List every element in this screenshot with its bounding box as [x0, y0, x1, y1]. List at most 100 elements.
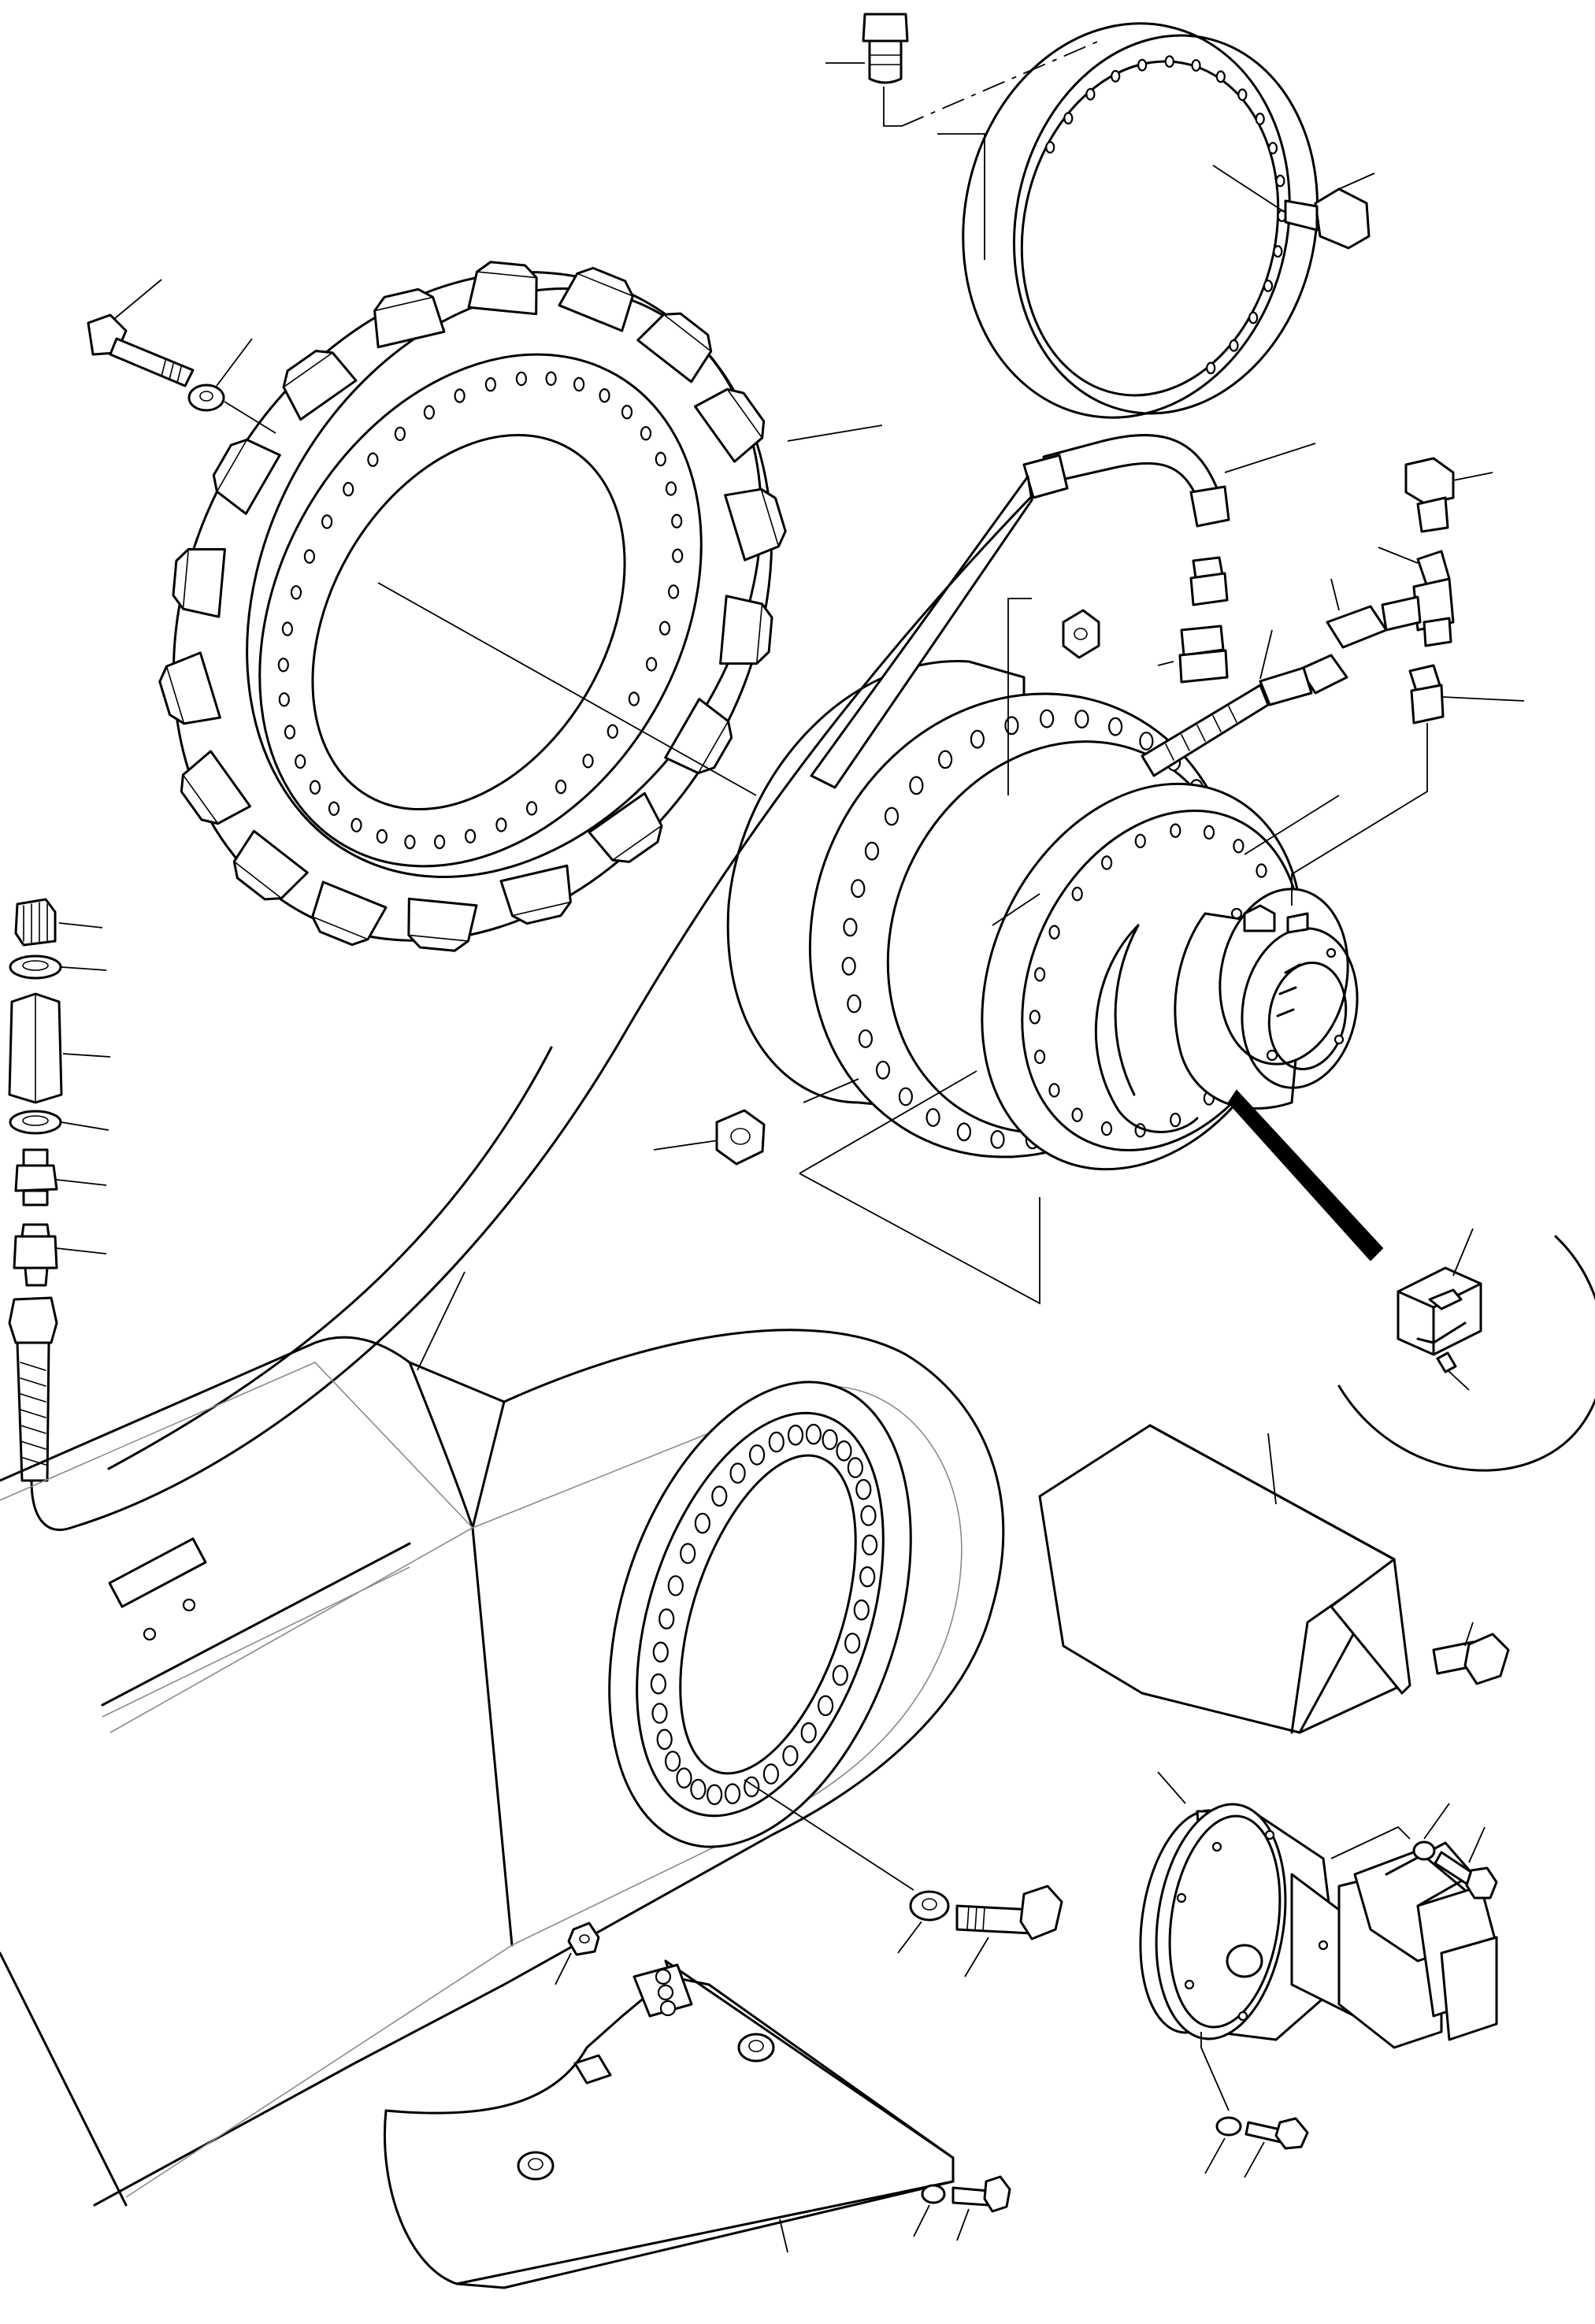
cover-bolt-hole: [1248, 311, 1259, 324]
sprocket-bolt-hole: [404, 834, 416, 850]
sprocket-bolt-hole: [606, 724, 618, 739]
inner-bolt-hole: [1033, 967, 1046, 982]
sprocket-bolt-hole: [309, 780, 321, 795]
flange-bolt-hole: [956, 1122, 972, 1142]
sprocket-tooth: [172, 547, 226, 618]
frame-bolt-hole: [656, 1729, 673, 1750]
inner-bolt-hole: [1048, 1083, 1060, 1098]
cover-bolt-hole: [1063, 112, 1074, 125]
flange-bolt-hole: [937, 750, 953, 769]
inner-bolt-hole: [1071, 886, 1083, 902]
frame-bolt-hole: [861, 1534, 878, 1556]
frame-bolt-hole: [724, 1783, 741, 1804]
sprocket-bolt-hole: [278, 692, 290, 707]
sprocket-tooth: [311, 880, 388, 947]
cover-bolt-hole: [1263, 280, 1274, 292]
sprocket-bolt-hole: [599, 388, 610, 403]
sprocket-tooth: [558, 266, 634, 332]
frame-bolt-hole: [855, 1479, 872, 1500]
sprocket-bolt-hole: [328, 801, 340, 817]
plug-fitting: [1404, 457, 1493, 533]
sprocket-tooth: [499, 864, 572, 925]
sprocket-teeth: [158, 261, 787, 952]
valve-block-detail: [1337, 1228, 1595, 1472]
sprocket-bolt-hole: [621, 405, 633, 420]
frame-mount-bolt: [744, 1779, 1063, 1977]
frame-bolt-hole: [853, 1599, 870, 1621]
inner-bolt-hole: [1256, 863, 1267, 878]
sprocket-tooth: [693, 387, 766, 463]
sprocket-tooth: [212, 438, 281, 515]
flange-bolt-hole: [851, 879, 866, 899]
flange-bolt-hole: [1004, 716, 1019, 736]
cover-mount-bolt: [1432, 1622, 1510, 1685]
cover-bolt-hole: [1255, 113, 1265, 125]
flange-bolt-hole: [970, 729, 985, 749]
cover-ring: [937, 22, 1319, 419]
inner-bolt-hole: [1170, 1112, 1181, 1128]
sprocket-tooth: [282, 350, 358, 421]
sprocket-bolt-hole: [281, 621, 293, 636]
frame-bolt-hole: [651, 1703, 668, 1724]
frame-bolt-hole: [690, 1778, 707, 1800]
inner-bolt-hole: [1033, 1049, 1046, 1065]
inner-bolt-hole: [1071, 1107, 1083, 1122]
inner-bolt-hole: [1100, 855, 1113, 870]
sprocket-bolt-hole: [277, 658, 289, 673]
frame-bolt-hole: [650, 1673, 667, 1695]
sprocket-bolt: [87, 279, 276, 434]
sprocket-bolt-hole: [367, 452, 379, 467]
frame-bolt-hole: [800, 1722, 817, 1744]
sprocket-tooth: [232, 829, 309, 901]
sprocket-bolt-holes: [277, 371, 684, 850]
inner-bolt-hole: [1134, 833, 1146, 849]
sprocket-bolt-hole: [394, 426, 406, 442]
sprocket-bolt-hole: [545, 371, 557, 386]
sprocket-bolt-hole: [454, 388, 466, 403]
tee-fitting: [1378, 547, 1455, 647]
inner-bolt-hole: [1029, 1010, 1040, 1025]
sprocket-bolt-hole: [573, 376, 585, 392]
cover-bolt-hole: [1137, 58, 1148, 72]
sprocket-tooth: [724, 487, 787, 562]
sprocket-bolt-hole: [640, 426, 652, 441]
sprocket-bolt-hole: [484, 377, 497, 392]
frame-bolt-holes: [650, 1423, 878, 1806]
cover-bolt-top: [825, 13, 1104, 127]
frame-bolt-hole: [744, 1776, 760, 1798]
sprocket-bolt-hole: [423, 405, 436, 420]
flange-bolt-hole: [875, 1060, 891, 1080]
cover-bolt-hole: [1229, 339, 1239, 352]
sprocket-tooth: [664, 698, 733, 775]
flange-bolt-hole: [1039, 709, 1055, 728]
sprocket-bolt-hole: [655, 451, 666, 467]
protective-cover: [1038, 1424, 1411, 1734]
frame-bolt-hole: [832, 1665, 848, 1686]
frame-bolt-hole: [711, 1485, 728, 1507]
frame-bolt-hole: [729, 1462, 746, 1484]
flange-bolt-hole: [864, 841, 880, 861]
frame-bolt-hole: [680, 1543, 696, 1564]
frame-bolt-hole: [664, 1751, 681, 1772]
cover-bolt-hole: [1045, 141, 1055, 154]
frame-bolt-hole: [817, 1695, 834, 1717]
frame-bolt-hole: [748, 1444, 766, 1466]
cover-bolt-hole: [1085, 87, 1096, 101]
sprocket-tooth: [180, 750, 252, 825]
guard-plate-bolt: [913, 2175, 1011, 2241]
sprocket-bolt-hole: [295, 754, 306, 769]
flange-bolt-hole: [1107, 717, 1123, 736]
flange-bolt-hole: [884, 806, 900, 826]
cover-bolt-hole: [1164, 55, 1174, 68]
cover-bolt-side: [1212, 165, 1375, 250]
inner-bolt-hole: [1170, 823, 1181, 838]
frame-bolt-hole: [667, 1575, 684, 1596]
sprocket-tooth: [467, 261, 538, 316]
sprocket-tooth: [719, 595, 773, 665]
swivel-hose-end: [1141, 578, 1388, 777]
sprocket-bolt-hole: [555, 779, 567, 795]
sprocket-bolt-hole: [464, 828, 477, 844]
inner-bolt-hole: [1048, 925, 1060, 940]
planetary-final-drive: [726, 660, 1384, 1262]
